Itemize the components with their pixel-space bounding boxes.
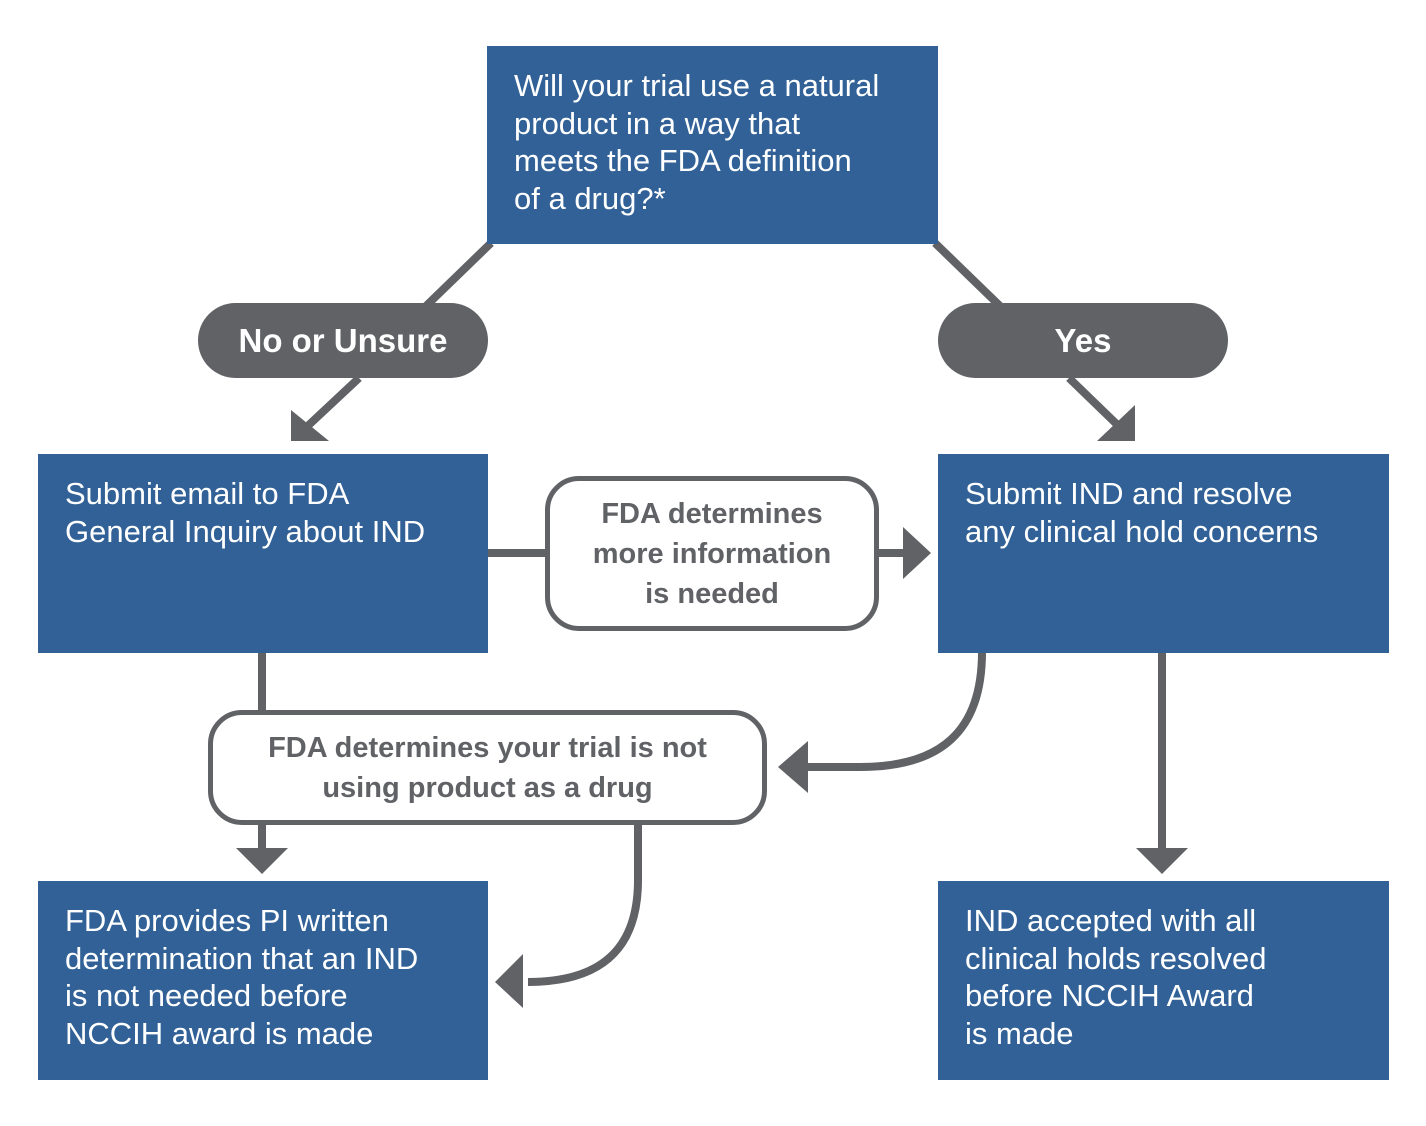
bottom-left-box-text: FDA provides PI written determination th…: [65, 903, 419, 1051]
connector-right-box-to-lower-note: [808, 651, 986, 771]
arrowhead-to-lower-note: [778, 741, 808, 793]
question-box: Will your trial use a natural product in…: [487, 46, 938, 244]
arrowhead-to-bottom-left-box: [236, 848, 288, 874]
lower-note-text: FDA determines your trial is not using p…: [268, 731, 707, 804]
arrowhead-middle-note-to-right-box: [903, 527, 931, 579]
arrowhead-no-to-left-box: [291, 410, 329, 441]
bottom-right-box-text: IND accepted with all clinical holds res…: [965, 903, 1267, 1051]
arrowhead-yes-to-right-box: [1097, 405, 1135, 441]
right-box-text: Submit IND and resolve any clinical hold…: [965, 476, 1319, 549]
branch-no-label: No or Unsure: [238, 321, 448, 359]
arrowhead-curve-to-bottom-left-box: [495, 954, 523, 1008]
middle-note-text: FDA determines more information is neede…: [592, 497, 832, 610]
left-box: Submit email to FDA General Inquiry abou…: [38, 454, 488, 653]
branch-yes-label: Yes: [1054, 321, 1112, 359]
connector-question-to-yes: [932, 240, 1004, 310]
left-box-text: Submit email to FDA General Inquiry abou…: [65, 476, 426, 549]
bottom-left-box: FDA provides PI written determination th…: [38, 881, 488, 1080]
branch-no-or-unsure: No or Unsure: [198, 303, 488, 378]
connector-question-to-no: [422, 240, 494, 310]
lower-note: FDA determines your trial is not using p…: [208, 710, 767, 825]
arrowhead-to-bottom-right-box: [1136, 848, 1188, 874]
question-text: Will your trial use a natural product in…: [514, 68, 880, 216]
middle-note: FDA determines more information is neede…: [545, 476, 879, 631]
bottom-right-box: IND accepted with all clinical holds res…: [938, 881, 1389, 1080]
branch-yes: Yes: [938, 303, 1228, 378]
connector-lower-note-to-bottom-left-curve: [527, 822, 642, 986]
right-box: Submit IND and resolve any clinical hold…: [938, 454, 1389, 653]
